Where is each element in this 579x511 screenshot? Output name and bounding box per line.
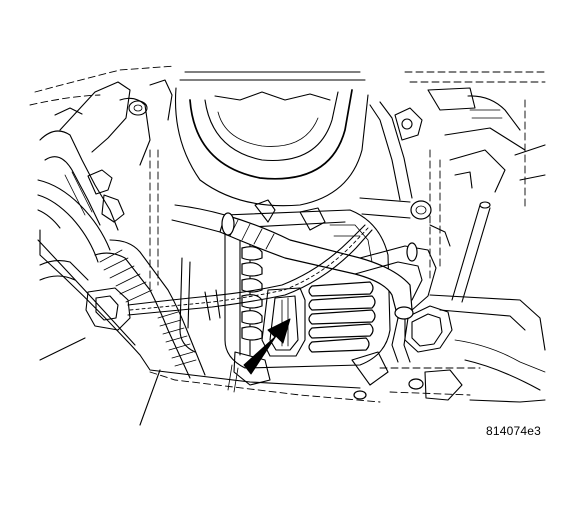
engine-block-right	[369, 71, 546, 281]
engine-block-left	[29, 65, 176, 291]
lower-bolts	[353, 378, 424, 400]
lower-right-housing	[379, 294, 546, 403]
alternator	[179, 199, 391, 393]
callout-leader-left	[39, 337, 86, 361]
wiring-harness	[127, 224, 373, 321]
left-pulley	[37, 179, 111, 281]
right-bolt	[359, 197, 491, 303]
corrugated-hose	[94, 239, 206, 379]
coolant-hose	[171, 204, 437, 363]
hose-clamp	[85, 287, 131, 331]
valve-cover	[174, 71, 369, 207]
figure-id-label: 814074e3	[486, 424, 541, 438]
pointer-arrow	[243, 318, 291, 375]
splash-shield	[37, 229, 381, 426]
